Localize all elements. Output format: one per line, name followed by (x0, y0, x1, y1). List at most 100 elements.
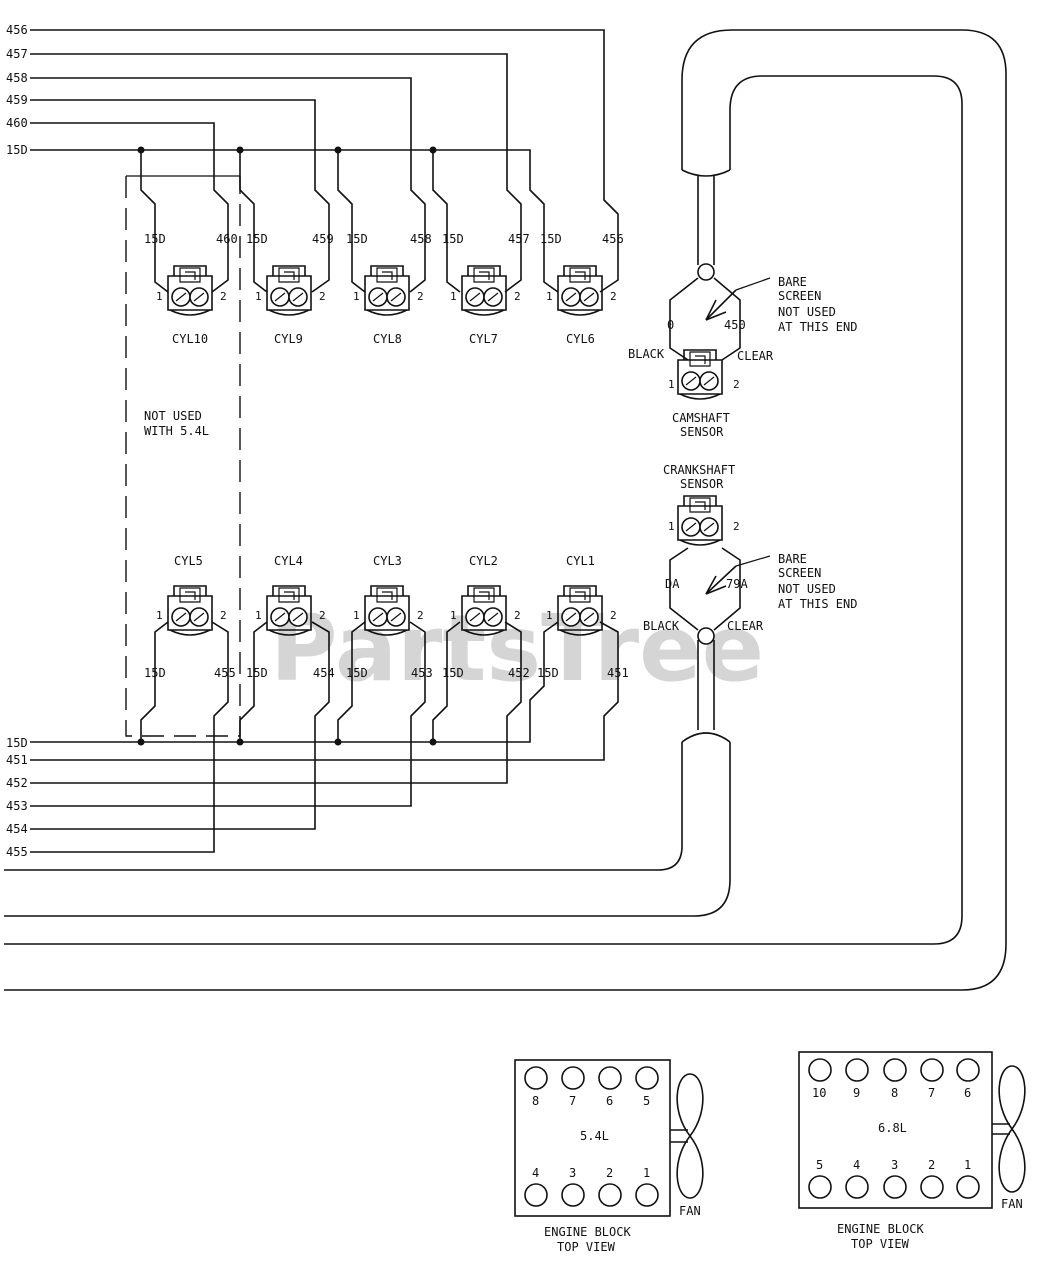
cyl-6-8-top-1: 9 (853, 1086, 860, 1100)
cyl1-right-wire: 451 (607, 666, 629, 680)
engine-6-8-caption-line2: TOP VIEW (851, 1237, 910, 1251)
cyl5-right-wire: 455 (214, 666, 236, 680)
cyl-6-8-bottom-1: 4 (853, 1158, 860, 1172)
cyl4-left-wire: 15D (246, 666, 268, 680)
cyl7-left-wire: 15D (442, 232, 464, 246)
wire-label-451: 451 (6, 753, 28, 767)
crankshaft-left-wire: DA (665, 577, 680, 591)
camshaft-note-line2: SCREEN (778, 289, 821, 303)
cyl6-pin1: 1 (546, 290, 553, 303)
bottom-connector-row: CYL5 1 2 15D 455 CYL4 1 2 15D 454 CYL3 1… (144, 554, 629, 680)
cyl4-pin2: 2 (319, 609, 326, 622)
engine-block-6-8l: 10 9 8 7 6 6.8L 5 4 3 2 1 FAN ENGINE BLO… (798, 1051, 1026, 1251)
cyl2-pin2: 2 (514, 609, 521, 622)
cyl7-label: CYL7 (469, 332, 498, 346)
camshaft-right-wire: 450 (724, 318, 746, 332)
crankshaft-right-color: CLEAR (727, 619, 764, 633)
cyl2-pin1: 1 (450, 609, 457, 622)
cyl-5-4-top-3: 5 (643, 1094, 650, 1108)
top-connector-row: 15D 460 1 2 CYL10 15D 459 1 2 CYL9 15D 4… (144, 232, 624, 346)
cyl-5-4-bottom-2: 2 (606, 1166, 613, 1180)
camshaft-left-wire: 0 (667, 318, 674, 332)
cyl4-pin1: 1 (255, 609, 262, 622)
fan-icon (676, 1073, 704, 1199)
cyl6-pin2: 2 (610, 290, 617, 303)
cyl6-left-wire: 15D (540, 232, 562, 246)
cyl10-left-wire: 15D (144, 232, 166, 246)
connector-cyl4: CYL4 1 2 15D 454 (246, 554, 335, 680)
cyl6-label: CYL6 (566, 332, 595, 346)
cyl5-pin2: 2 (220, 609, 227, 622)
crankshaft-pin2: 2 (733, 520, 740, 533)
cyl-5-4-top-1: 7 (569, 1094, 576, 1108)
camshaft-sensor: 0 450 BLACK CLEAR 1 2 CAMSHAFT SENSOR BA… (628, 263, 857, 439)
crankshaft-note-line3: NOT USED (778, 582, 836, 596)
wire-label-456: 456 (6, 23, 28, 37)
top-wire-bus (30, 29, 619, 293)
camshaft-note-line1: BARE (778, 275, 807, 289)
cyl3-pin2: 2 (417, 609, 424, 622)
crankshaft-left-color: BLACK (643, 619, 680, 633)
connector-cyl3: CYL3 1 2 15D 453 (346, 554, 433, 680)
cyl9-pin2: 2 (319, 290, 326, 303)
wire-label-452: 452 (6, 776, 28, 790)
cyl-6-8-top-3: 7 (928, 1086, 935, 1100)
crankshaft-pin1: 1 (668, 520, 675, 533)
cyl2-right-wire: 452 (508, 666, 530, 680)
cyl6-right-wire: 456 (602, 232, 624, 246)
camshaft-note-line4: AT THIS END (778, 320, 857, 334)
cyl9-left-wire: 15D (246, 232, 268, 246)
cyl8-right-wire: 458 (410, 232, 432, 246)
not-used-line1: NOT USED (144, 409, 202, 423)
wire-label-454: 454 (6, 822, 28, 836)
wire-label-455: 455 (6, 845, 28, 859)
engine-6-8-fan-label: FAN (1001, 1197, 1023, 1211)
cyl7-pin2: 2 (514, 290, 521, 303)
cyl9-label: CYL9 (274, 332, 303, 346)
cyl8-label: CYL8 (373, 332, 402, 346)
cyl1-left-wire: 15D (537, 666, 559, 680)
cyl7-pin1: 1 (450, 290, 457, 303)
connector-cyl9: 15D 459 1 2 CYL9 (246, 232, 334, 346)
cyl1-label: CYL1 (566, 554, 595, 568)
wire-label-457: 457 (6, 47, 28, 61)
connector-cyl10: 15D 460 1 2 CYL10 (144, 232, 238, 346)
cyl-5-4-top-0: 8 (532, 1094, 539, 1108)
connector-cyl1: CYL1 1 2 15D 451 (537, 554, 629, 680)
engine-5-4-caption-line1: ENGINE BLOCK (544, 1225, 631, 1239)
cyl7-right-wire: 457 (508, 232, 530, 246)
cyl2-label: CYL2 (469, 554, 498, 568)
engine-5-4-title: 5.4L (580, 1129, 609, 1143)
cyl10-label: CYL10 (172, 332, 208, 346)
cyl-6-8-bottom-2: 3 (891, 1158, 898, 1172)
camshaft-title-line2: SENSOR (680, 425, 724, 439)
cyl4-right-wire: 454 (313, 666, 335, 680)
engine-6-8-title: 6.8L (878, 1121, 907, 1135)
bottom-wire-labels: 15D 451 452 453 454 455 (6, 736, 28, 859)
cyl3-right-wire: 453 (411, 666, 433, 680)
cyl9-pin1: 1 (255, 290, 262, 303)
camshaft-right-color: CLEAR (737, 349, 774, 363)
cable-harness (4, 29, 1007, 991)
cyl4-label: CYL4 (274, 554, 303, 568)
engine-5-4-fan-label: FAN (679, 1204, 701, 1218)
cyl-6-8-bottom-4: 1 (964, 1158, 971, 1172)
cyl-5-4-top-2: 6 (606, 1094, 613, 1108)
connector-cyl2: CYL2 1 2 15D 452 (442, 554, 530, 680)
cyl1-pin1: 1 (546, 609, 553, 622)
cyl-5-4-bottom-1: 3 (569, 1166, 576, 1180)
cyl1-pin2: 2 (610, 609, 617, 622)
cyl3-left-wire: 15D (346, 666, 368, 680)
cyl8-pin2: 2 (417, 290, 424, 303)
cyl-6-8-bottom-3: 2 (928, 1158, 935, 1172)
cyl-5-4-bottom-3: 1 (643, 1166, 650, 1180)
not-used-line2: WITH 5.4L (144, 424, 209, 438)
cyl3-label: CYL3 (373, 554, 402, 568)
connector-cyl7: 15D 457 1 2 CYL7 (442, 232, 530, 346)
crankshaft-note-line4: AT THIS END (778, 597, 857, 611)
cyl10-right-wire: 460 (216, 232, 238, 246)
cyl3-pin1: 1 (353, 609, 360, 622)
wire-label-458: 458 (6, 71, 28, 85)
cyl5-label: CYL5 (174, 554, 203, 568)
